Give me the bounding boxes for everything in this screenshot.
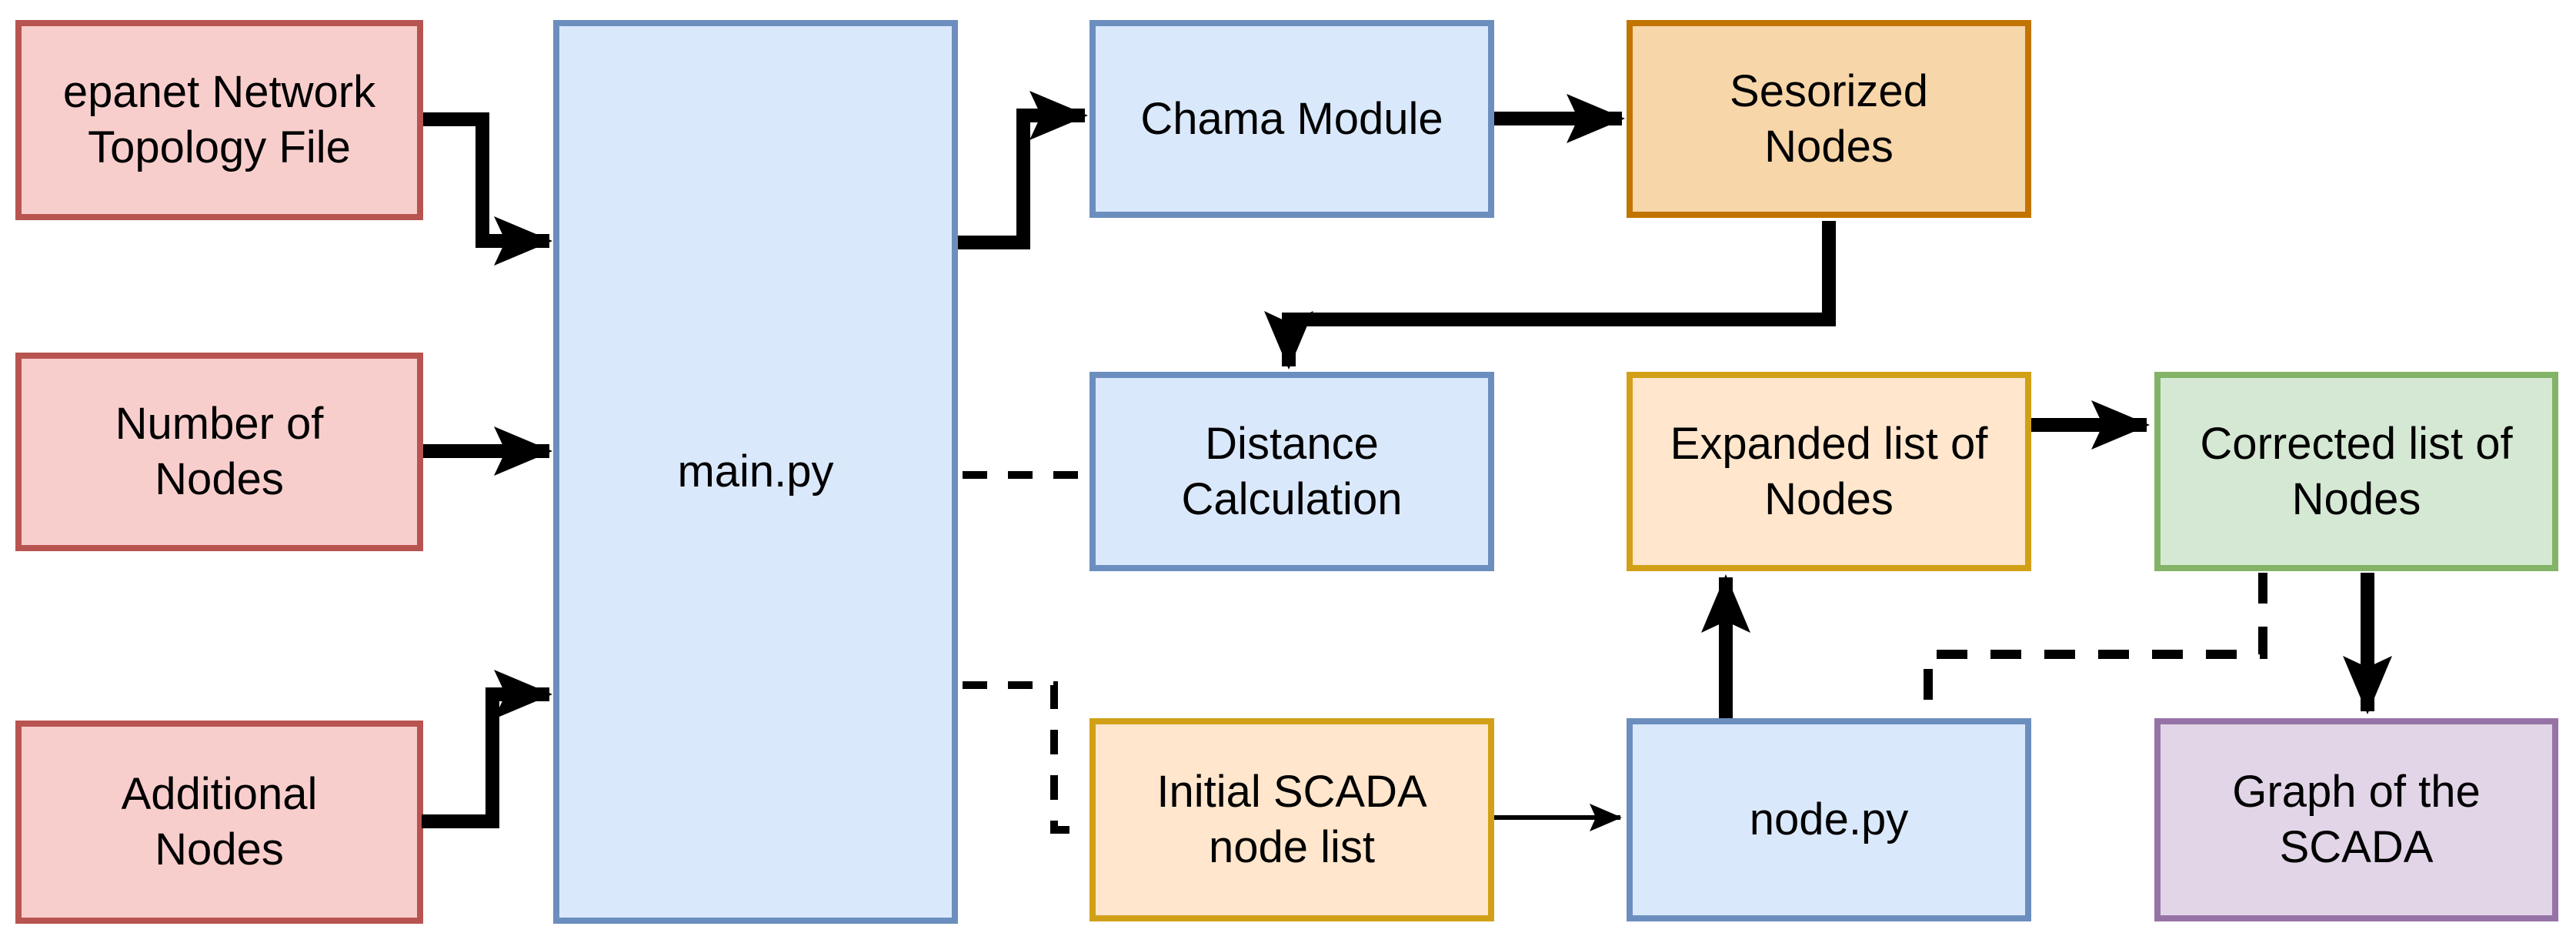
edge-sesorized-to-distance-arrow xyxy=(1264,221,1836,370)
node-expanded-list: Expanded list of Nodes xyxy=(1627,372,2031,571)
node-label-line: main.py xyxy=(677,446,834,497)
node-label-line: Additional xyxy=(121,769,318,819)
node-distance-calculation: Distance Calculation xyxy=(1089,372,1494,571)
node-label-line: Topology File xyxy=(88,122,351,172)
edge-additional-to-main-arrow xyxy=(422,670,552,828)
node-initial-scada-list: Initial SCADA node list xyxy=(1089,718,1494,921)
node-label-line: Sesorized xyxy=(1730,65,1928,116)
node-label-line: Initial SCADA xyxy=(1156,767,1427,817)
node-node-py: node.py xyxy=(1627,718,2031,921)
node-label-line: Nodes xyxy=(1764,121,1894,172)
node-label-line: Expanded list of xyxy=(1670,418,1988,469)
node-sesorized-nodes: Sesorized Nodes xyxy=(1627,20,2031,218)
node-additional-nodes: Additional Nodes xyxy=(15,721,423,924)
node-label-line: Nodes xyxy=(1764,473,1894,524)
node-label-line: node.py xyxy=(1749,794,1909,844)
node-graph-of-scada: Graph of the SCADA xyxy=(2154,718,2558,921)
node-label-line: SCADA xyxy=(2279,822,2434,872)
node-label-line: Chama Module xyxy=(1140,93,1443,144)
node-corrected-list: Corrected list of Nodes xyxy=(2154,372,2558,571)
node-label-line: Number of xyxy=(115,399,324,449)
edge-corrected-to-node-dashed xyxy=(1924,573,2267,715)
node-label-line: Nodes xyxy=(155,454,284,504)
node-main-py: main.py xyxy=(553,20,958,924)
node-epanet-topology-file: epanet Network Topology File xyxy=(15,20,423,220)
node-number-of-nodes: Number of Nodes xyxy=(15,353,423,551)
edge-epanet-to-main-arrow xyxy=(423,112,552,266)
node-chama-module: Chama Module xyxy=(1089,20,1494,218)
node-label-line: Graph of the xyxy=(2232,767,2481,817)
edge-main-to-initial-scada-dashed xyxy=(963,681,1086,834)
edge-main-to-chama-arrow xyxy=(958,91,1088,249)
node-label-line: Distance xyxy=(1205,418,1379,469)
node-label-line: Nodes xyxy=(155,824,284,874)
node-label-line: epanet Network xyxy=(62,67,376,117)
node-label-line: Corrected list of xyxy=(2200,418,2513,469)
node-label-line: node list xyxy=(1208,822,1376,872)
node-label-line: Calculation xyxy=(1181,473,1403,524)
node-label-line: Nodes xyxy=(2291,473,2421,524)
